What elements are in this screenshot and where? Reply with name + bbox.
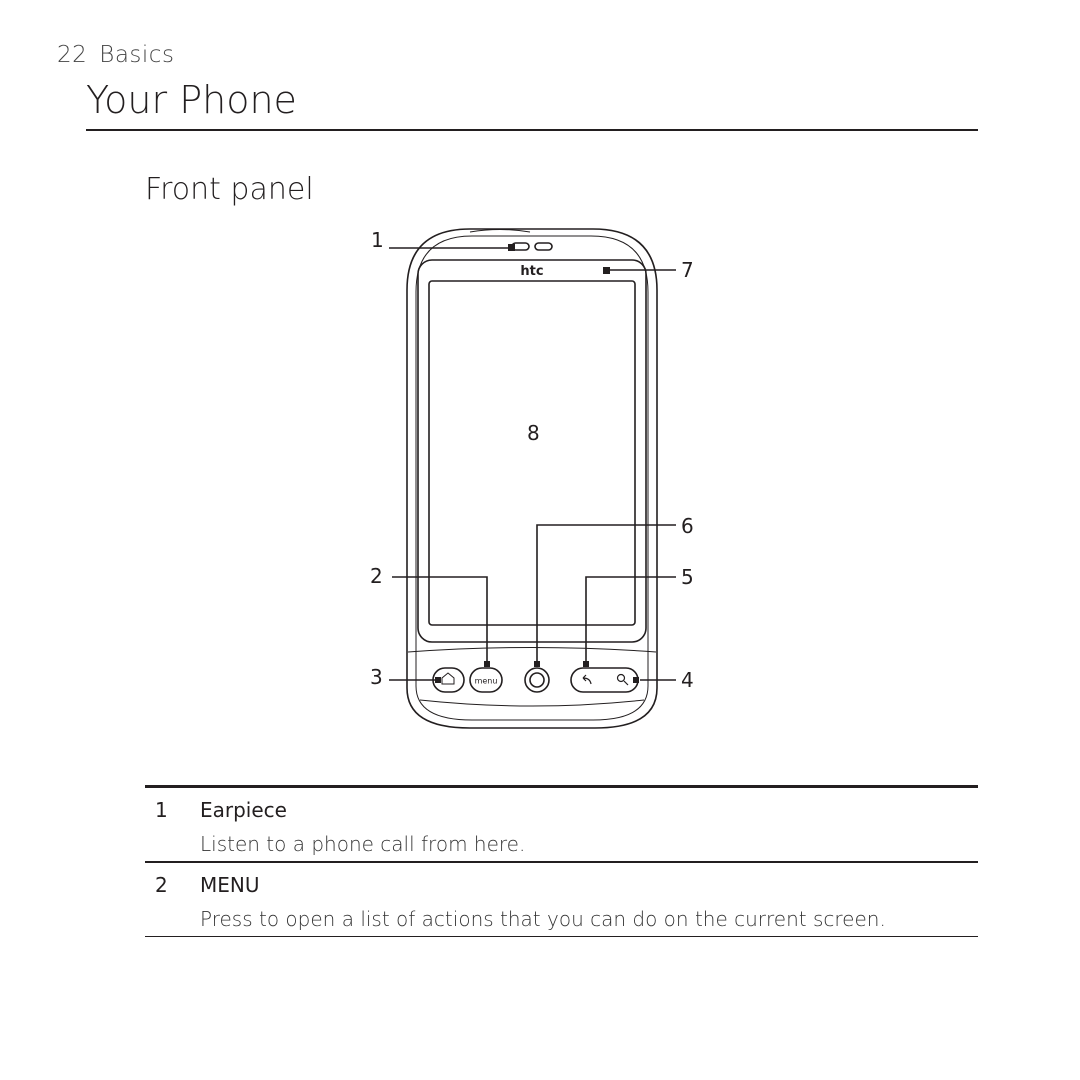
callout-6: 6 bbox=[681, 514, 694, 538]
legend-divider bbox=[145, 861, 978, 863]
marker-2 bbox=[484, 661, 490, 667]
chapter-name: Basics bbox=[99, 42, 175, 68]
title-divider bbox=[86, 129, 978, 131]
back-icon bbox=[582, 674, 592, 685]
parts-legend: 1 Earpiece Listen to a phone call from h… bbox=[145, 785, 978, 937]
legend-item-title: Earpiece bbox=[200, 798, 287, 822]
home-icon bbox=[441, 672, 455, 685]
button-strip bbox=[407, 647, 657, 653]
callout-1: 1 bbox=[371, 228, 384, 252]
marker-6 bbox=[534, 661, 540, 667]
legend-item-number: 1 bbox=[155, 798, 168, 822]
legend-item-description: Press to open a list of actions that you… bbox=[200, 906, 886, 931]
marker-3 bbox=[435, 677, 441, 683]
legend-item-description: Listen to a phone call from here. bbox=[200, 832, 526, 856]
callout-3: 3 bbox=[370, 665, 383, 689]
leader-line-5 bbox=[585, 576, 676, 661]
marker-5 bbox=[583, 661, 589, 667]
display-frame bbox=[417, 259, 647, 643]
legend-bottom-rule bbox=[145, 935, 978, 937]
legend-item-title: MENU bbox=[200, 872, 260, 897]
legend-item-number: 2 bbox=[155, 872, 168, 897]
menu-button bbox=[469, 667, 503, 693]
marker-7 bbox=[603, 267, 610, 274]
chin-curve bbox=[419, 699, 645, 707]
legend-item: 2 MENU Press to open a list of actions t… bbox=[145, 863, 978, 936]
page-header: 22 Basics bbox=[57, 42, 174, 68]
phone-front-diagram: htc menu 1 7 8 6 2 5 3 4 bbox=[370, 228, 694, 729]
legend-item: 1 Earpiece Listen to a phone call from h… bbox=[145, 788, 978, 861]
page-title: Your Phone bbox=[86, 78, 297, 122]
proximity-sensor bbox=[534, 242, 553, 251]
back-search-button bbox=[570, 667, 639, 693]
legend-top-rule bbox=[145, 785, 978, 788]
optical-joystick-outer bbox=[524, 667, 550, 693]
callout-8: 8 bbox=[527, 421, 540, 445]
top-slot bbox=[469, 229, 531, 233]
callout-2: 2 bbox=[370, 564, 383, 588]
phone-body bbox=[406, 228, 658, 729]
leader-line-6 bbox=[536, 524, 676, 661]
section-heading: Front panel bbox=[145, 172, 314, 207]
search-icon bbox=[616, 673, 626, 683]
menu-key-label: menu bbox=[475, 677, 498, 686]
marker-4 bbox=[633, 677, 639, 683]
page-number: 22 bbox=[57, 42, 88, 68]
brand-logo: htc bbox=[520, 264, 543, 279]
leader-line-2 bbox=[392, 576, 488, 661]
optical-joystick-inner bbox=[529, 672, 545, 688]
callout-5: 5 bbox=[681, 565, 694, 589]
callout-4: 4 bbox=[681, 668, 694, 692]
marker-1 bbox=[508, 244, 515, 251]
phone-screen bbox=[428, 280, 636, 626]
callout-7: 7 bbox=[681, 258, 694, 282]
